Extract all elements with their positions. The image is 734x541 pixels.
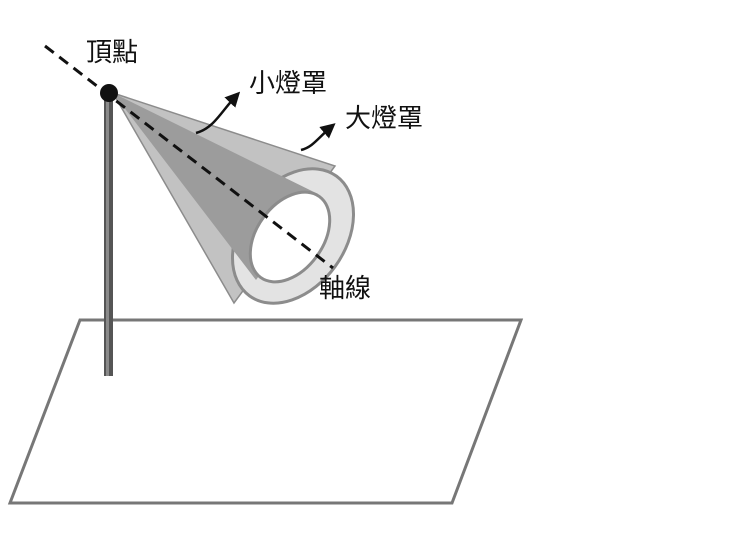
apex-label: 頂點 <box>86 38 138 68</box>
axis-line <box>44 44 334 270</box>
apex-point <box>100 84 118 102</box>
small-shade-label: 小燈罩 <box>249 69 327 99</box>
large-shade-arrow <box>300 123 336 152</box>
ground-plane <box>7 318 524 505</box>
axis-label: 軸線 <box>319 274 371 304</box>
large-shade-label: 大燈罩 <box>345 104 423 134</box>
small-shade-arrow <box>195 91 241 135</box>
